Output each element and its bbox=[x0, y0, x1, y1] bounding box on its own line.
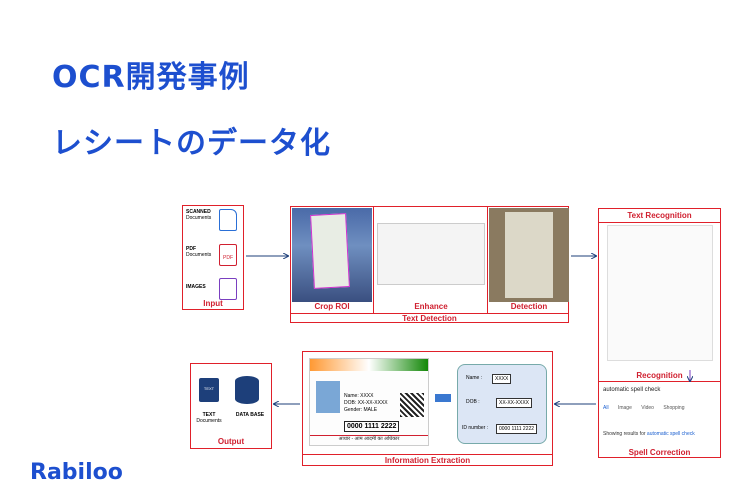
spell-tab-image[interactable]: Image bbox=[617, 405, 632, 411]
extracted-card: Name : XXXX DOB : XX-XX-XXXX ID number :… bbox=[457, 364, 547, 444]
scanned-label: SCANNED bbox=[186, 209, 211, 215]
page-title-line1: OCR開発事例 bbox=[52, 60, 250, 95]
pdf-icon-text: PDF bbox=[223, 255, 233, 261]
extraction-arrow bbox=[435, 394, 451, 402]
detection-photo bbox=[489, 208, 569, 302]
spell-tab-video[interactable]: Video bbox=[641, 405, 654, 411]
brand-logo: Rabiloo bbox=[30, 460, 123, 485]
spell-correction-label: Spell Correction bbox=[628, 448, 691, 457]
spell-line: Showing results for bbox=[603, 431, 646, 437]
card-dob: DOB: XX-XX-XXXX bbox=[344, 400, 388, 406]
spell-tab-shopping[interactable]: Shopping bbox=[663, 405, 685, 411]
scanned-sub: Documents bbox=[186, 215, 212, 221]
text-doc-icon: TEXT bbox=[199, 378, 219, 402]
pdf-icon: PDF bbox=[219, 244, 237, 266]
card-gender: Gender: MALE bbox=[344, 407, 378, 413]
input-label: Input bbox=[203, 299, 223, 308]
info-extraction-box: Name: XXXX DOB: XX-XX-XXXX Gender: MALE … bbox=[302, 351, 553, 466]
spell-query: automatic spell check bbox=[603, 387, 661, 393]
enhance-label: Enhance bbox=[414, 302, 448, 311]
id-value: 0000 1111 2222 bbox=[496, 424, 538, 434]
page-title-line2: レシートのデータ化 bbox=[52, 126, 331, 161]
enhance-image bbox=[377, 223, 485, 285]
dob-value: XX-XX-XXXX bbox=[496, 398, 533, 408]
name-label: Name : bbox=[466, 375, 483, 381]
text-icon-label: TEXT bbox=[203, 386, 215, 391]
text-recognition-box: Text Recognition Recognition automatic s… bbox=[598, 208, 721, 458]
text-detection-box: Crop ROI Enhance Detection Text Detectio… bbox=[290, 206, 569, 323]
card-qr bbox=[400, 393, 424, 417]
spell-results: Showing results for automatic spell chec… bbox=[603, 431, 695, 437]
card-photo bbox=[316, 381, 340, 413]
card-name: Name: XXXX bbox=[344, 393, 374, 399]
card-footer: आधार - आम आदमी का अधिकार bbox=[310, 435, 428, 445]
image-file-icon bbox=[219, 278, 237, 300]
recognition-label: Recognition bbox=[636, 371, 683, 380]
name-value: XXXX bbox=[492, 374, 512, 384]
spell-link[interactable]: automatic spell check bbox=[646, 431, 695, 437]
id-card: Name: XXXX DOB: XX-XX-XXXX Gender: MALE … bbox=[309, 358, 429, 446]
spell-tab-all[interactable]: All bbox=[603, 405, 609, 411]
card-header-bar bbox=[310, 359, 428, 371]
pdf-label: PDF bbox=[186, 246, 196, 252]
crop-label: Crop ROI bbox=[314, 302, 350, 311]
text-docs-sub: Documents bbox=[196, 418, 222, 424]
input-box: SCANNED Documents PDF Documents PDF IMAG… bbox=[182, 205, 244, 310]
dob-label: DOB : bbox=[466, 399, 480, 405]
images-label: IMAGES bbox=[186, 284, 206, 290]
info-extraction-label: Information Extraction bbox=[384, 456, 471, 465]
id-label: ID number : bbox=[462, 425, 489, 431]
detection-label: Detection bbox=[510, 302, 548, 311]
spell-tabs: All Image Video Shopping bbox=[603, 405, 684, 411]
text-detection-label: Text Detection bbox=[402, 314, 457, 323]
database-label: DATA BASE bbox=[235, 412, 265, 418]
database-icon bbox=[235, 376, 259, 404]
pdf-sub: Documents bbox=[186, 252, 212, 258]
card-id: 0000 1111 2222 bbox=[344, 421, 400, 432]
detection-receipt bbox=[505, 212, 553, 298]
output-label: Output bbox=[217, 437, 245, 446]
output-box: TEXT TEXT Documents DATA BASE Output bbox=[190, 363, 272, 449]
crop-photo bbox=[292, 208, 372, 302]
scanned-doc-icon bbox=[219, 209, 237, 231]
recognition-receipt bbox=[607, 225, 713, 361]
text-docs-label: TEXT bbox=[202, 412, 216, 418]
text-recognition-title: Text Recognition bbox=[627, 211, 692, 220]
